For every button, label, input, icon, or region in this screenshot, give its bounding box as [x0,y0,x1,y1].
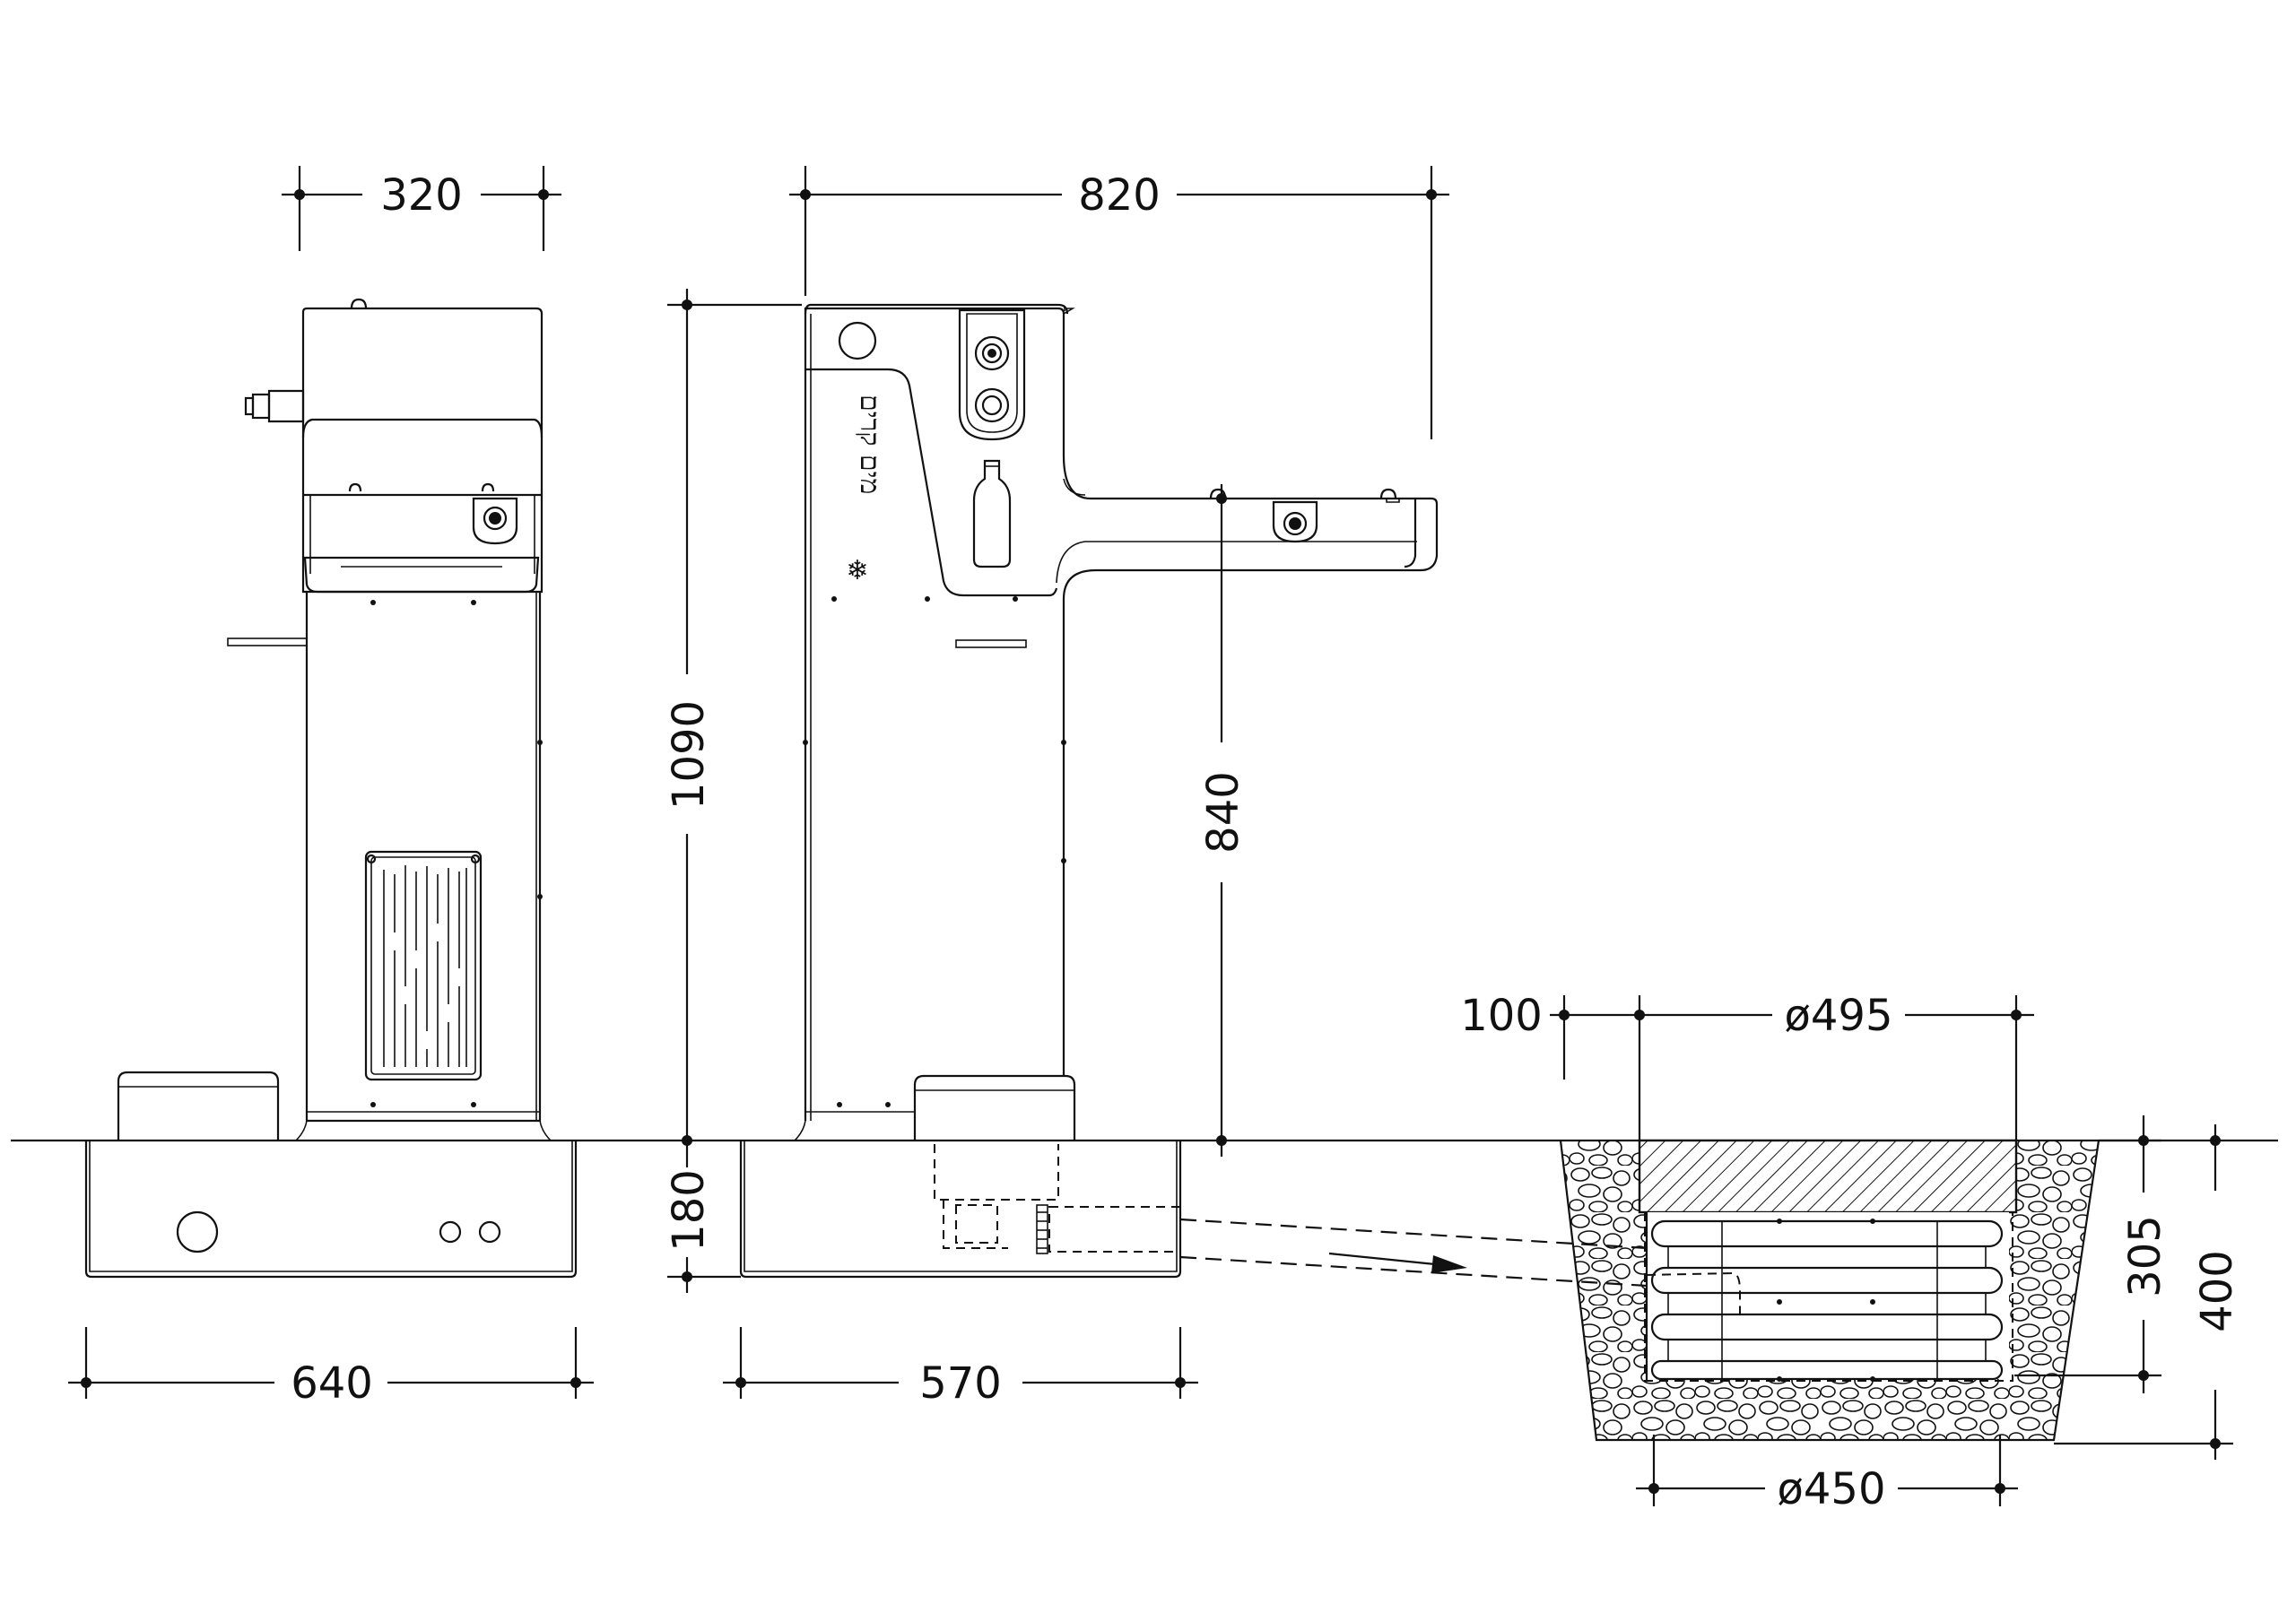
dim-pit-depth: 400 [2192,1250,2242,1332]
bottle-filler-niche [958,308,1026,441]
tank-pit-detail [1559,1139,2100,1442]
base-fitting-icon [439,1220,462,1244]
dim-tank-diameter-top: ø495 [1785,991,1893,1041]
front-base [84,1141,578,1279]
front-head-unit [301,307,544,594]
front-button-icon [483,506,508,531]
dim-front-width: 320 [380,170,463,221]
brand-label: מים קרים [854,395,885,494]
tank-ribs [1650,1219,2004,1382]
bottle-icon [972,459,1012,568]
dim-spout-height: 840 [1198,771,1248,854]
flow-arrow [1328,1252,1436,1266]
front-view [84,298,578,1279]
base-access-port-icon [176,1210,219,1253]
snowflake-icon: ❄ [846,555,868,586]
grille-slots [383,865,467,1067]
dimension-lines: 320 820 1090 840 180 640 [68,166,2242,1514]
side-top-circle-icon [838,321,877,360]
drain-pipe-upper [1179,1218,1648,1250]
side-foot-pedal [913,1074,1076,1141]
dim-base-width-front: 640 [291,1358,373,1409]
front-foot-pedal [117,1071,280,1141]
dim-total-height: 1090 [664,700,714,810]
dim-base-height: 180 [664,1169,714,1252]
dim-tank-diameter-bottom: ø450 [1778,1464,1886,1514]
side-base [739,1141,1182,1279]
front-side-tap [267,389,305,423]
drain-pipe-lower [1179,1255,1648,1288]
dim-base-width-side: 570 [919,1358,1002,1409]
side-view: מים קרים ❄ [739,303,1648,1288]
front-vent-grille [364,850,483,1081]
dim-side-depth: 820 [1078,170,1161,221]
tank-outline-dashed [1644,1212,2013,1382]
spout-button-icon [1283,511,1308,536]
dim-offset: 100 [1460,991,1543,1041]
dim-tank-depth: 305 [2120,1215,2170,1297]
front-body-column [305,592,542,1123]
side-body-silhouette [804,307,1439,1121]
